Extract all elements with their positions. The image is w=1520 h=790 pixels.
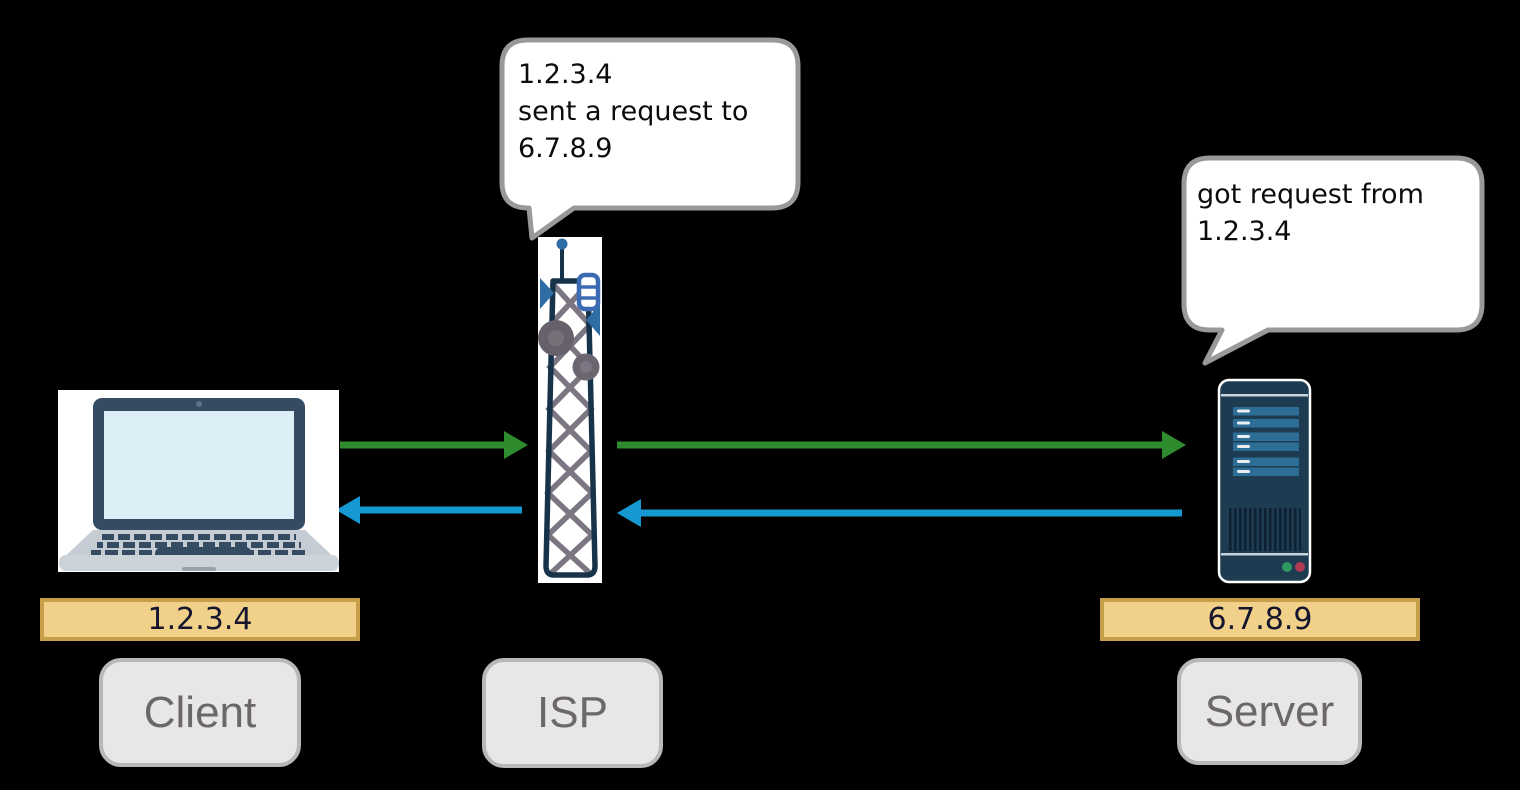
response-arrow-server-to-isp-icon [617, 499, 1182, 527]
isp-speech-bubble [499, 37, 801, 241]
client-label: Client [99, 658, 301, 767]
led-green-icon [1282, 562, 1292, 572]
response-arrow-isp-to-client-icon [336, 496, 522, 524]
client-icon-panel [58, 390, 339, 572]
isp-label-text: ISP [537, 688, 608, 737]
server-label: Server [1177, 658, 1362, 765]
client-ip-text: 1.2.3.4 [147, 602, 253, 637]
laptop-icon [59, 398, 339, 571]
server-tower-icon [1217, 378, 1312, 584]
cell-tower-icon [538, 238, 601, 578]
server-speech-bubble [1181, 155, 1485, 366]
server-ip-text: 6.7.8.9 [1207, 602, 1313, 637]
server-bubble-text: got request from 1.2.3.4 [1197, 179, 1424, 247]
request-arrow-isp-to-server-icon [617, 431, 1186, 459]
isp-icon-panel [538, 237, 602, 583]
client-label-text: Client [143, 687, 257, 737]
led-red-icon [1295, 562, 1305, 572]
client-ip-box: 1.2.3.4 [40, 598, 360, 641]
server-label-text: Server [1204, 686, 1335, 736]
request-arrow-client-to-isp-icon [340, 431, 528, 459]
server-icon-wrap [1217, 378, 1312, 584]
isp-label: ISP [482, 658, 663, 768]
isp-bubble-text: 1.2.3.4 sent a request to 6.7.8.9 [518, 59, 749, 164]
server-ip-box: 6.7.8.9 [1100, 598, 1420, 641]
